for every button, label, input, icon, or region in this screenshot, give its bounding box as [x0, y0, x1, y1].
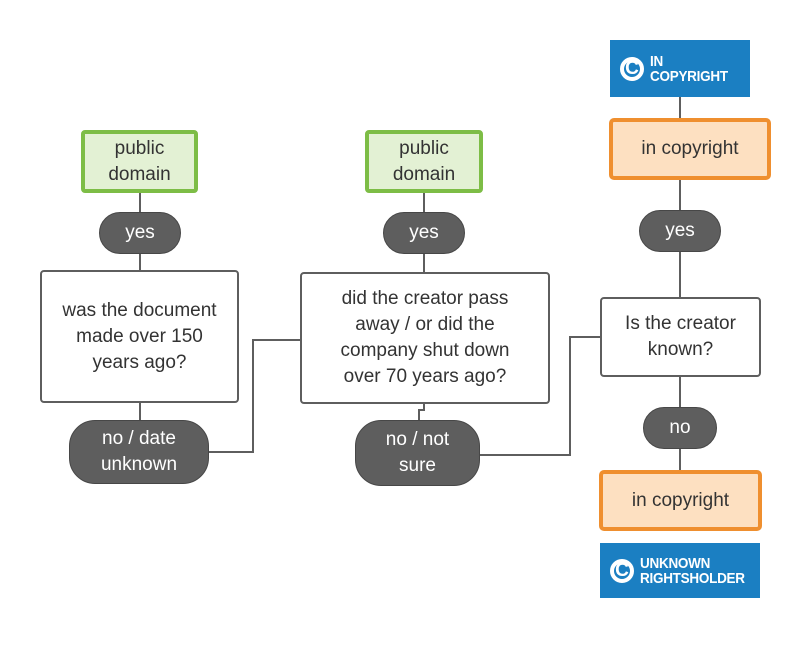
- answer-yes-3: yes: [639, 210, 721, 252]
- connector-no1-q2: [209, 339, 300, 453]
- question-creator-known: Is the creator known?: [600, 297, 761, 377]
- outcome-label: public domain: [108, 137, 171, 185]
- unknown-rightsholder-badge: C UNKNOWN RIGHTSHOLDER: [600, 543, 760, 598]
- answer-label: yes: [665, 220, 695, 241]
- connector-q2-no2: [418, 404, 425, 420]
- outcome-label: in copyright: [631, 489, 730, 511]
- copyright-icon: C: [610, 558, 634, 583]
- answer-label: no / date unknown: [100, 428, 178, 475]
- answer-no-not-sure: no / not sure: [355, 420, 480, 486]
- connector-no2-q3: [480, 336, 600, 456]
- copyright-symbol: C: [615, 559, 629, 581]
- answer-yes-1: yes: [99, 212, 181, 254]
- copyright-icon: C: [620, 56, 644, 81]
- outcome-label: in copyright: [641, 138, 739, 159]
- outcome-public-domain-1: public domain: [81, 130, 198, 193]
- answer-label: yes: [125, 222, 155, 243]
- copyright-symbol: C: [625, 57, 639, 79]
- answer-label: yes: [409, 222, 439, 243]
- answer-label: no / not sure: [385, 429, 450, 476]
- badge-line-1: UNKNOWN: [640, 554, 711, 572]
- question-label: was the document made over 150 years ago…: [62, 299, 217, 373]
- question-label: did the creator pass away / or did the c…: [340, 288, 510, 387]
- answer-label: no: [669, 417, 691, 438]
- badge-line-2: COPYRIGHT: [650, 67, 728, 85]
- outcome-public-domain-2: public domain: [365, 130, 483, 193]
- question-creator-death: did the creator pass away / or did the c…: [300, 272, 550, 404]
- question-age: was the document made over 150 years ago…: [40, 270, 239, 403]
- outcome-in-copyright-2: in copyright: [599, 470, 762, 531]
- in-copyright-badge: C IN COPYRIGHT: [610, 40, 750, 97]
- answer-no: no: [643, 407, 717, 449]
- outcome-label: public domain: [392, 137, 456, 185]
- outcome-in-copyright-1: in copyright: [609, 118, 771, 180]
- badge-line-2: RIGHTSHOLDER: [640, 569, 745, 587]
- badge-line-1: IN: [650, 52, 663, 70]
- answer-yes-2: yes: [383, 212, 465, 254]
- answer-no-date-unknown: no / date unknown: [69, 420, 209, 484]
- question-label: Is the creator known?: [625, 313, 736, 360]
